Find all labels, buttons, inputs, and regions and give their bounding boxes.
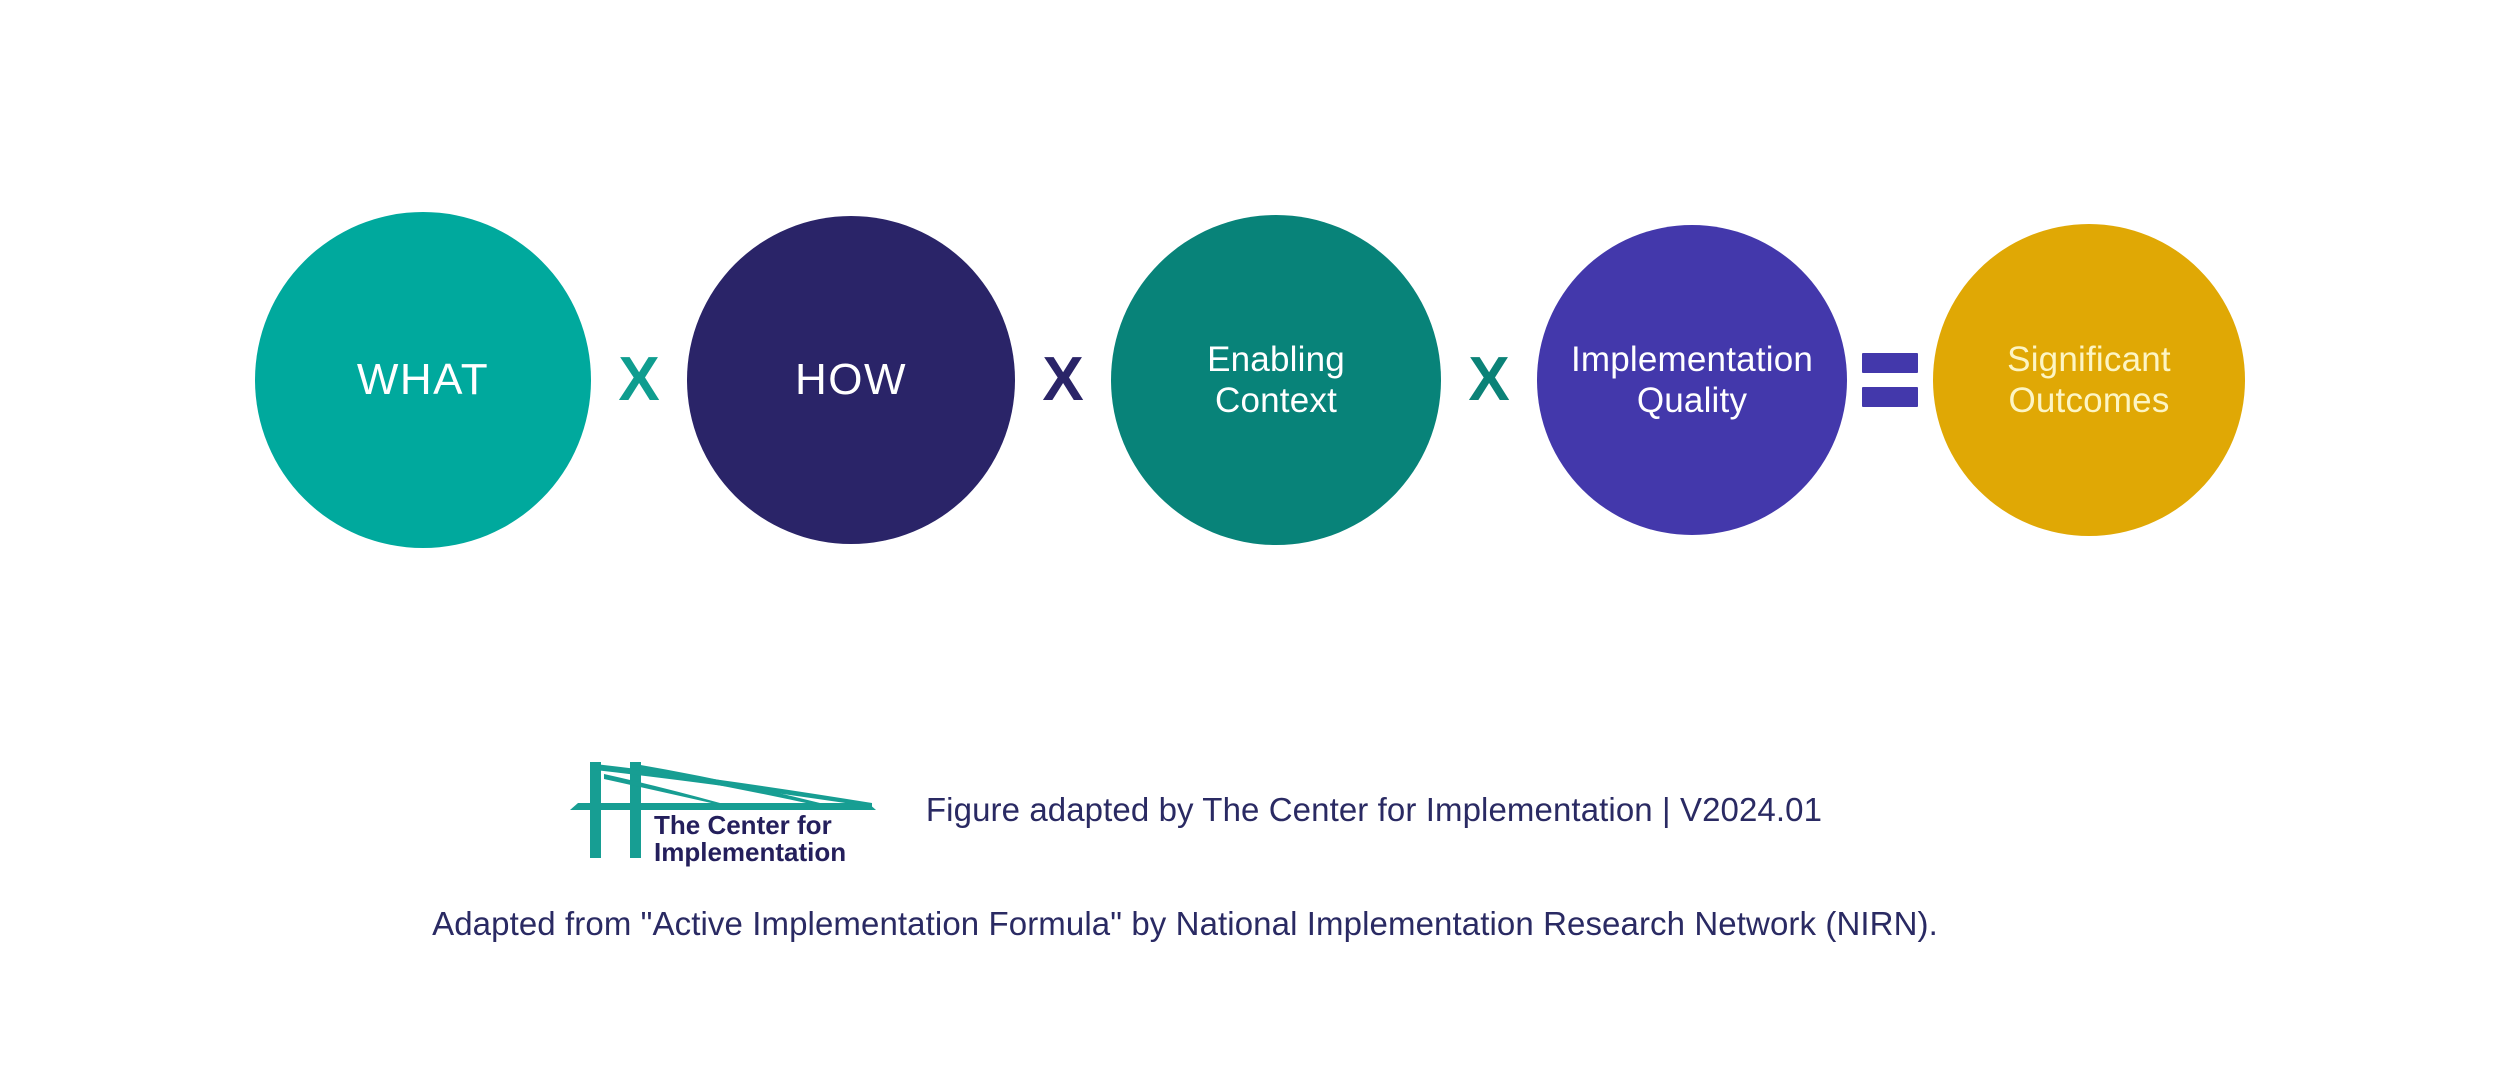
logo-line-1: The Center for: [654, 810, 832, 840]
operator-multiply-1: X: [591, 349, 687, 411]
bridge-cable-inner-icon: [603, 774, 720, 805]
operator-equals: [1847, 353, 1933, 407]
node-enabling-context: Enabling Context: [1111, 215, 1441, 545]
credit-attribution-text: Figure adapted by The Center for Impleme…: [925, 791, 1823, 828]
node-enabling-context-label: Enabling Context: [1207, 339, 1345, 420]
formula-row: WHAT X HOW X Enabling Context X Implemen…: [0, 200, 2500, 560]
node-significant-outcomes: Significant Outcomes: [1933, 224, 2245, 536]
node-what-label: WHAT: [356, 355, 490, 405]
operator-multiply-3: X: [1441, 349, 1537, 411]
equals-bar-bottom: [1862, 387, 1918, 407]
credit-inner: The Center for Implementation Figure ada…: [568, 748, 1822, 872]
multiply-symbol: X: [618, 345, 660, 414]
multiply-symbol: X: [1042, 345, 1084, 414]
bridge-deck-icon: [569, 803, 876, 810]
credit-block: The Center for Implementation Figure ada…: [0, 735, 2500, 885]
multiply-symbol: X: [1468, 345, 1510, 414]
node-what: WHAT: [255, 212, 591, 548]
equals-symbol: [1862, 353, 1918, 407]
equals-bar-top: [1862, 353, 1918, 373]
node-how: HOW: [687, 216, 1015, 544]
logo-line-2: Implementation: [654, 837, 846, 867]
node-significant-outcomes-label: Significant Outcomes: [2007, 339, 2171, 420]
bridge-cable-second-icon: [634, 764, 820, 806]
bridge-tower-right-icon: [629, 762, 641, 858]
node-how-label: HOW: [794, 355, 908, 405]
the-center-for-implementation-logo: The Center for Implementation: [569, 762, 876, 867]
bridge-tower-left-icon: [589, 762, 601, 858]
node-implementation-quality-label: Implementation Quality: [1570, 339, 1814, 420]
node-implementation-quality: Implementation Quality: [1537, 225, 1847, 535]
source-attribution-text: Adapted from "Active Implementation Form…: [432, 905, 1938, 942]
operator-multiply-2: X: [1015, 349, 1111, 411]
